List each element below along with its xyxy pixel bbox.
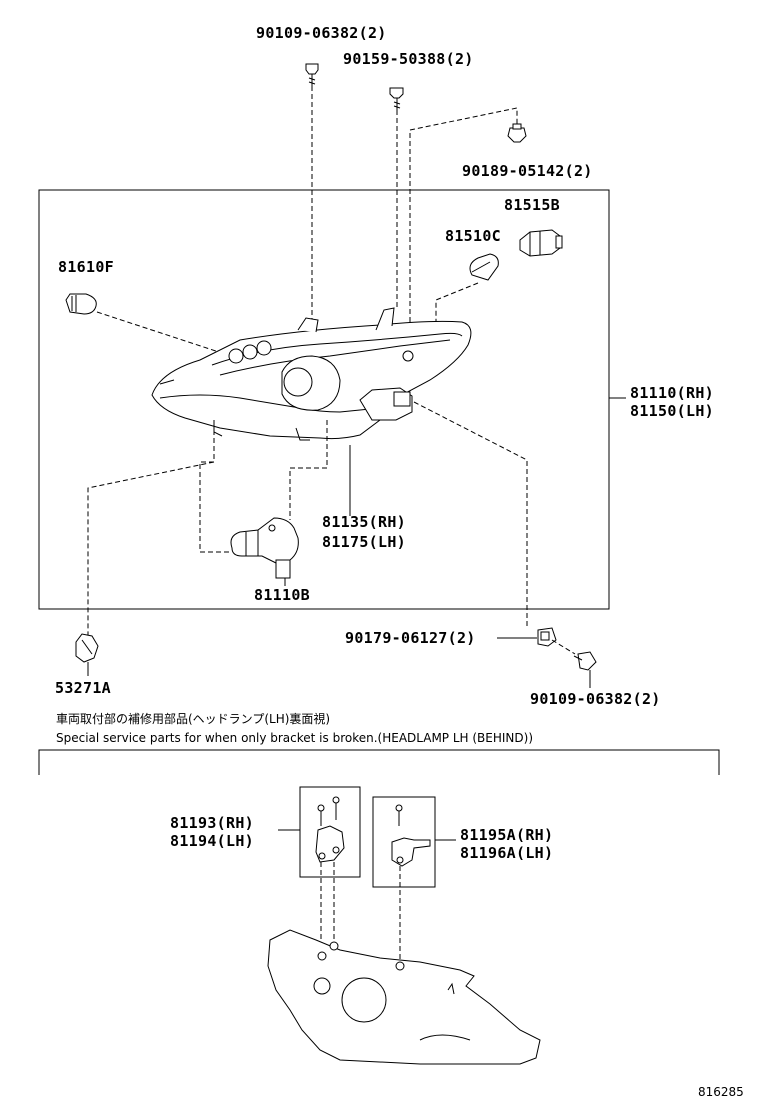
clip-53271a-icon[interactable] <box>75 633 99 663</box>
label-81510c[interactable]: 81510C <box>445 227 501 245</box>
label-81195a-rh[interactable]: 81195A(RH) <box>460 826 553 844</box>
diagram-id: 816285 <box>698 1085 744 1099</box>
bracket-section-frame <box>38 749 720 775</box>
label-81110-rh[interactable]: 81110(RH) <box>630 384 714 402</box>
dash-81110b-b <box>289 420 328 520</box>
dash-90189 <box>409 107 518 330</box>
label-90179-06127[interactable]: 90179-06127(2) <box>345 629 476 647</box>
bulb-81610f-icon[interactable] <box>65 293 97 315</box>
dash-90109-bottom <box>551 639 576 655</box>
label-81515b[interactable]: 81515B <box>504 196 560 214</box>
label-90109-06382-top[interactable]: 90109-06382(2) <box>256 24 387 42</box>
note-japanese: 車両取付部の補修用部品(ヘッドランプ(LH)裏面視) <box>56 711 330 726</box>
nut-90179-icon[interactable] <box>537 627 557 647</box>
dash-90179 <box>413 401 528 628</box>
label-81610f[interactable]: 81610F <box>58 258 114 276</box>
bulb-81510c-icon[interactable] <box>469 253 499 281</box>
label-81175-lh[interactable]: 81175(LH) <box>322 533 406 551</box>
headlamp-back-icon[interactable] <box>267 929 541 1065</box>
bracket-81193-icon[interactable] <box>315 796 345 863</box>
headlamp-assembly-frame <box>38 189 610 610</box>
note-english: Special service parts for when only brac… <box>56 731 533 745</box>
bracket-81193-box <box>299 786 361 878</box>
bracket-81195a-box <box>372 796 436 888</box>
dash-81110b <box>199 430 232 553</box>
label-81135-rh[interactable]: 81135(RH) <box>322 513 406 531</box>
socket-81515b-icon[interactable] <box>519 229 563 257</box>
label-90109-06382-bottom[interactable]: 90109-06382(2) <box>530 690 661 708</box>
label-81196a-lh[interactable]: 81196A(LH) <box>460 844 553 862</box>
bolt-90109-top-icon[interactable] <box>305 63 319 86</box>
nut-90189-icon[interactable] <box>507 123 527 143</box>
dash-81610f <box>96 311 229 356</box>
label-81110b[interactable]: 81110B <box>254 586 310 604</box>
label-53271a[interactable]: 53271A <box>55 679 111 697</box>
headlamp-body-icon[interactable] <box>151 307 472 441</box>
label-81193-rh[interactable]: 81193(RH) <box>170 814 254 832</box>
bracket-81195a-icon[interactable] <box>391 804 431 867</box>
label-90159-50388[interactable]: 90159-50388(2) <box>343 50 474 68</box>
dash-53271a <box>87 461 215 636</box>
label-81194-lh[interactable]: 81194(LH) <box>170 832 254 850</box>
label-90189-05142[interactable]: 90189-05142(2) <box>462 162 593 180</box>
bolt-90109-bottom-icon[interactable] <box>573 651 597 671</box>
screw-90159-icon[interactable] <box>389 87 404 110</box>
label-81150-lh[interactable]: 81150(LH) <box>630 402 714 420</box>
bulb-81110b-icon[interactable] <box>230 517 299 579</box>
